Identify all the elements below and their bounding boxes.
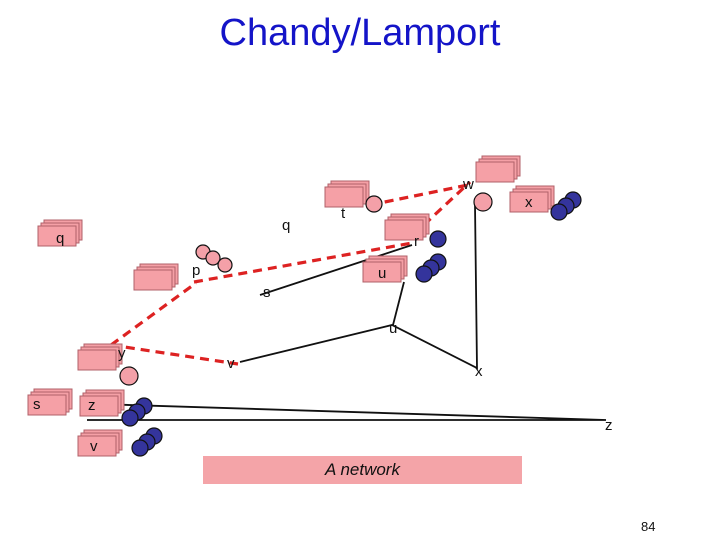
queue-z xyxy=(79,389,125,417)
label-y: y xyxy=(118,345,126,362)
label-z2: z xyxy=(605,417,613,434)
label-s1: s xyxy=(263,284,271,301)
blue-node-r xyxy=(429,230,447,248)
dashed-channels xyxy=(110,180,472,366)
page-number: 84 xyxy=(641,519,656,534)
channel-t-w xyxy=(369,183,469,207)
label-p: p xyxy=(192,262,200,279)
queue-w xyxy=(475,155,521,183)
label-v1: v xyxy=(227,355,235,372)
label-x2: x xyxy=(475,363,483,380)
label-x1: x xyxy=(525,194,533,211)
label-t: t xyxy=(341,205,346,222)
caption-box: A network xyxy=(203,456,522,484)
label-r: r xyxy=(414,233,419,250)
queue-v xyxy=(77,429,123,457)
label-v2: v xyxy=(90,438,98,455)
channel-s-u xyxy=(259,244,413,296)
label-u1: u xyxy=(378,265,386,282)
channel-z-z xyxy=(87,403,607,421)
channel-u-line xyxy=(392,281,405,326)
channel-y-v xyxy=(110,343,239,366)
channel-v-u-x xyxy=(239,204,478,370)
slide-title: Chandy/Lamport xyxy=(219,12,501,54)
label-w: w xyxy=(462,176,474,193)
channel-p-r xyxy=(193,241,413,284)
label-q1: q xyxy=(56,230,64,247)
pink-node-cluster-q xyxy=(195,244,233,273)
label-z1: z xyxy=(88,397,96,414)
queue-t xyxy=(324,180,370,208)
queue-p xyxy=(133,263,179,291)
label-u2: u xyxy=(389,320,397,337)
label-s2: s xyxy=(33,396,41,413)
blue-cluster-x xyxy=(550,191,582,221)
queue-y xyxy=(77,343,123,371)
pink-node-y xyxy=(119,366,139,386)
blue-cluster-u xyxy=(415,253,447,283)
caption-text: A network xyxy=(325,460,400,479)
queue-r xyxy=(384,213,430,241)
blue-cluster-z xyxy=(121,397,153,427)
channel-r-w xyxy=(411,180,472,237)
channel-y-p xyxy=(110,281,197,347)
solid-channels xyxy=(87,204,607,421)
label-q2: q xyxy=(282,217,290,234)
blue-cluster-v xyxy=(131,427,163,457)
pink-node-w xyxy=(473,192,493,212)
pink-node-t xyxy=(365,195,383,213)
